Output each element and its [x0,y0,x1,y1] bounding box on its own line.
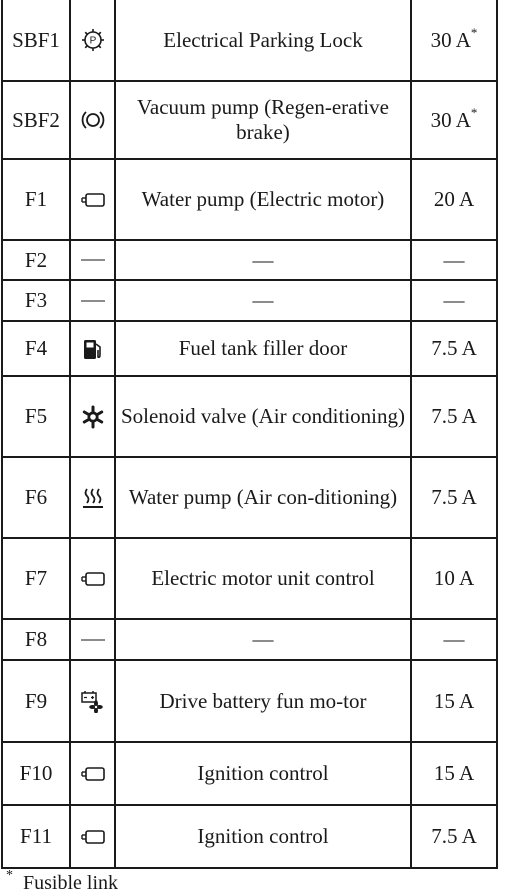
fuse-amperage: 20 A [410,158,498,241]
amperage-value: 7.5 A [431,824,477,848]
fuse-description: Ignition control [114,804,412,869]
fuse-code: F5 [1,375,71,458]
fuse-table-body: SBF1 P Electrical Parking Lock 30 A* SBF… [1,0,498,869]
motor-icon [80,192,105,207]
icon-cell [69,80,116,160]
fuse-code: F11 [1,804,71,869]
table-row: F9 Drive battery fun mo-tor 15 A [1,659,498,743]
fuse-code: F6 [1,456,71,539]
icon-cell [69,375,116,458]
fuse-amperage: 7.5 A [410,375,498,458]
fuse-amperage: — [410,239,498,281]
motor-icon [80,829,105,844]
svg-text:P: P [89,36,96,47]
fuse-description: — [114,279,412,322]
table-row: F4 Fuel tank filler door 7.5 A [1,320,498,377]
table-row: F2 — — [1,239,498,281]
icon-cell [69,239,116,281]
icon-cell [69,741,116,806]
fusible-link-mark: * [470,24,478,40]
brake-icon [81,111,104,129]
icon-cell [69,279,116,322]
fuse-description: Vacuum pump (Regen-erative brake) [114,80,412,160]
icon-cell [69,320,116,377]
fuse-code: SBF1 [1,0,71,82]
fuse-code: F1 [1,158,71,241]
table-row: F1 Water pump (Electric motor) 20 A [1,158,498,241]
fuse-table: SBF1 P Electrical Parking Lock 30 A* SBF… [1,0,498,869]
fuse-amperage: — [410,279,498,322]
fuse-code: F10 [1,741,71,806]
icon-cell: P [69,0,116,82]
fuse-description: Drive battery fun mo-tor [114,659,412,743]
fuel-filler-icon [83,339,101,359]
fuse-description: Solenoid valve (Air conditioning) [114,375,412,458]
amperage-value: — [443,288,465,312]
fuse-amperage: 7.5 A [410,804,498,869]
heater-icon [82,487,103,508]
table-row: F3 — — [1,279,498,322]
fuse-amperage: 15 A [410,741,498,806]
fuse-description: Ignition control [114,741,412,806]
fuse-amperage: 7.5 A [410,456,498,539]
amperage-value: 10 A [433,566,475,590]
fuse-description: Water pump (Air con-ditioning) [114,456,412,539]
air-conditioning-icon [82,405,103,428]
icon-cell [69,537,116,620]
table-row: F10 Ignition control 15 A [1,741,498,806]
amperage-value: 7.5 A [431,336,477,360]
fuse-amperage: 10 A [410,537,498,620]
table-row: F5 Solenoid valve (Air conditioning) 7.5… [1,375,498,458]
fuse-amperage: — [410,618,498,661]
fuse-description: — [114,239,412,281]
dash-icon [80,300,105,301]
fuse-code: F9 [1,659,71,743]
fuse-code: F3 [1,279,71,322]
fusible-link-mark: * [470,104,478,120]
fuse-amperage: 7.5 A [410,320,498,377]
fuse-amperage: 15 A [410,659,498,743]
dash-icon [80,639,105,640]
fuse-amperage: 30 A* [410,80,498,160]
fuse-description: Electric motor unit control [114,537,412,620]
battery-fan-icon [80,691,103,713]
icon-cell [69,456,116,539]
footnote-mark: * [6,868,13,884]
table-row: F6 Water pump (Air con-ditioning) 7.5 A [1,456,498,539]
amperage-value: — [443,627,465,651]
table-row: F8 — — [1,618,498,661]
motor-icon [80,571,105,586]
icon-cell [69,618,116,661]
fuse-description: — [114,618,412,661]
fuse-amperage: 30 A* [410,0,498,82]
table-row: F7 Electric motor unit control 10 A [1,537,498,620]
dash-icon [80,259,105,261]
amperage-value: 7.5 A [431,404,477,428]
amperage-value: 7.5 A [431,485,477,509]
fuse-description: Fuel tank filler door [114,320,412,377]
amperage-value: 15 A [433,761,475,785]
table-row: F11 Ignition control 7.5 A [1,804,498,869]
fuse-code: F8 [1,618,71,661]
amperage-value: — [443,247,465,272]
footnote-text: Fusible link [23,872,119,894]
fuse-code: F2 [1,239,71,281]
icon-cell [69,158,116,241]
table-row: SBF1 P Electrical Parking Lock 30 A* [1,0,498,82]
table-row: SBF2 Vacuum pump (Regen-erative brake) 3… [1,80,498,160]
fuse-code: SBF2 [1,80,71,160]
icon-cell [69,804,116,869]
motor-icon [80,766,105,781]
fuse-description: Electrical Parking Lock [114,0,412,82]
fuse-code: F4 [1,320,71,377]
amperage-value: 20 A [433,187,475,211]
amperage-value: 15 A [433,688,475,713]
fuse-code: F7 [1,537,71,620]
amperage-value: 30 A [430,107,471,132]
parking-lock-icon: P [81,29,104,51]
footnote: * Fusible link [6,869,119,895]
icon-cell [69,659,116,743]
amperage-value: 30 A [430,27,471,52]
fuse-description: Water pump (Electric motor) [114,158,412,241]
